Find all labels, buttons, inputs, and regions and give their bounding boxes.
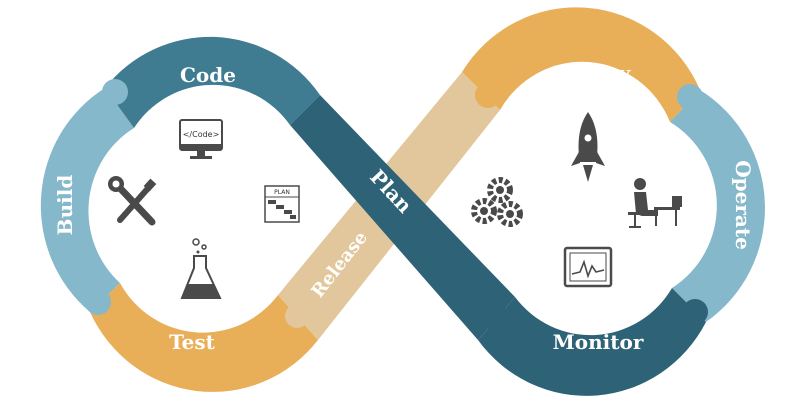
rocket-icon [571,112,605,182]
segment-monitor [478,288,706,396]
code-monitor-text: </Code> [183,130,220,139]
code-monitor-icon: </Code> [179,119,223,159]
monitor-graph-icon [563,246,613,288]
label-deploy: Deploy [554,61,632,85]
label-code: Code [180,63,236,87]
gears-icon [471,177,523,227]
plan-board-text: PLAN [274,189,290,196]
segment-test [90,283,318,392]
puzzle-knob [85,289,111,315]
label-monitor: Monitor [553,330,644,354]
person-at-desk-icon [628,178,682,228]
puzzle-knob [682,299,708,325]
puzzle-knob [475,82,501,108]
puzzle-knob [102,79,128,105]
flask-icon [180,238,222,299]
segment-operate [670,90,765,322]
segment-deploy [462,7,700,122]
plan-board-icon: PLAN [264,185,300,223]
puzzle-knob [483,305,509,331]
label-test: Test [169,330,216,354]
puzzle-knob [677,84,703,110]
segment-code [105,36,320,128]
puzzle-knob [285,304,309,328]
label-build: Build [53,175,77,236]
puzzle-knob [283,87,309,113]
label-operate: Operate [731,160,755,250]
wrench-screwdriver-icon [108,176,157,226]
segment-plan [290,95,515,340]
segment-build [40,88,134,312]
